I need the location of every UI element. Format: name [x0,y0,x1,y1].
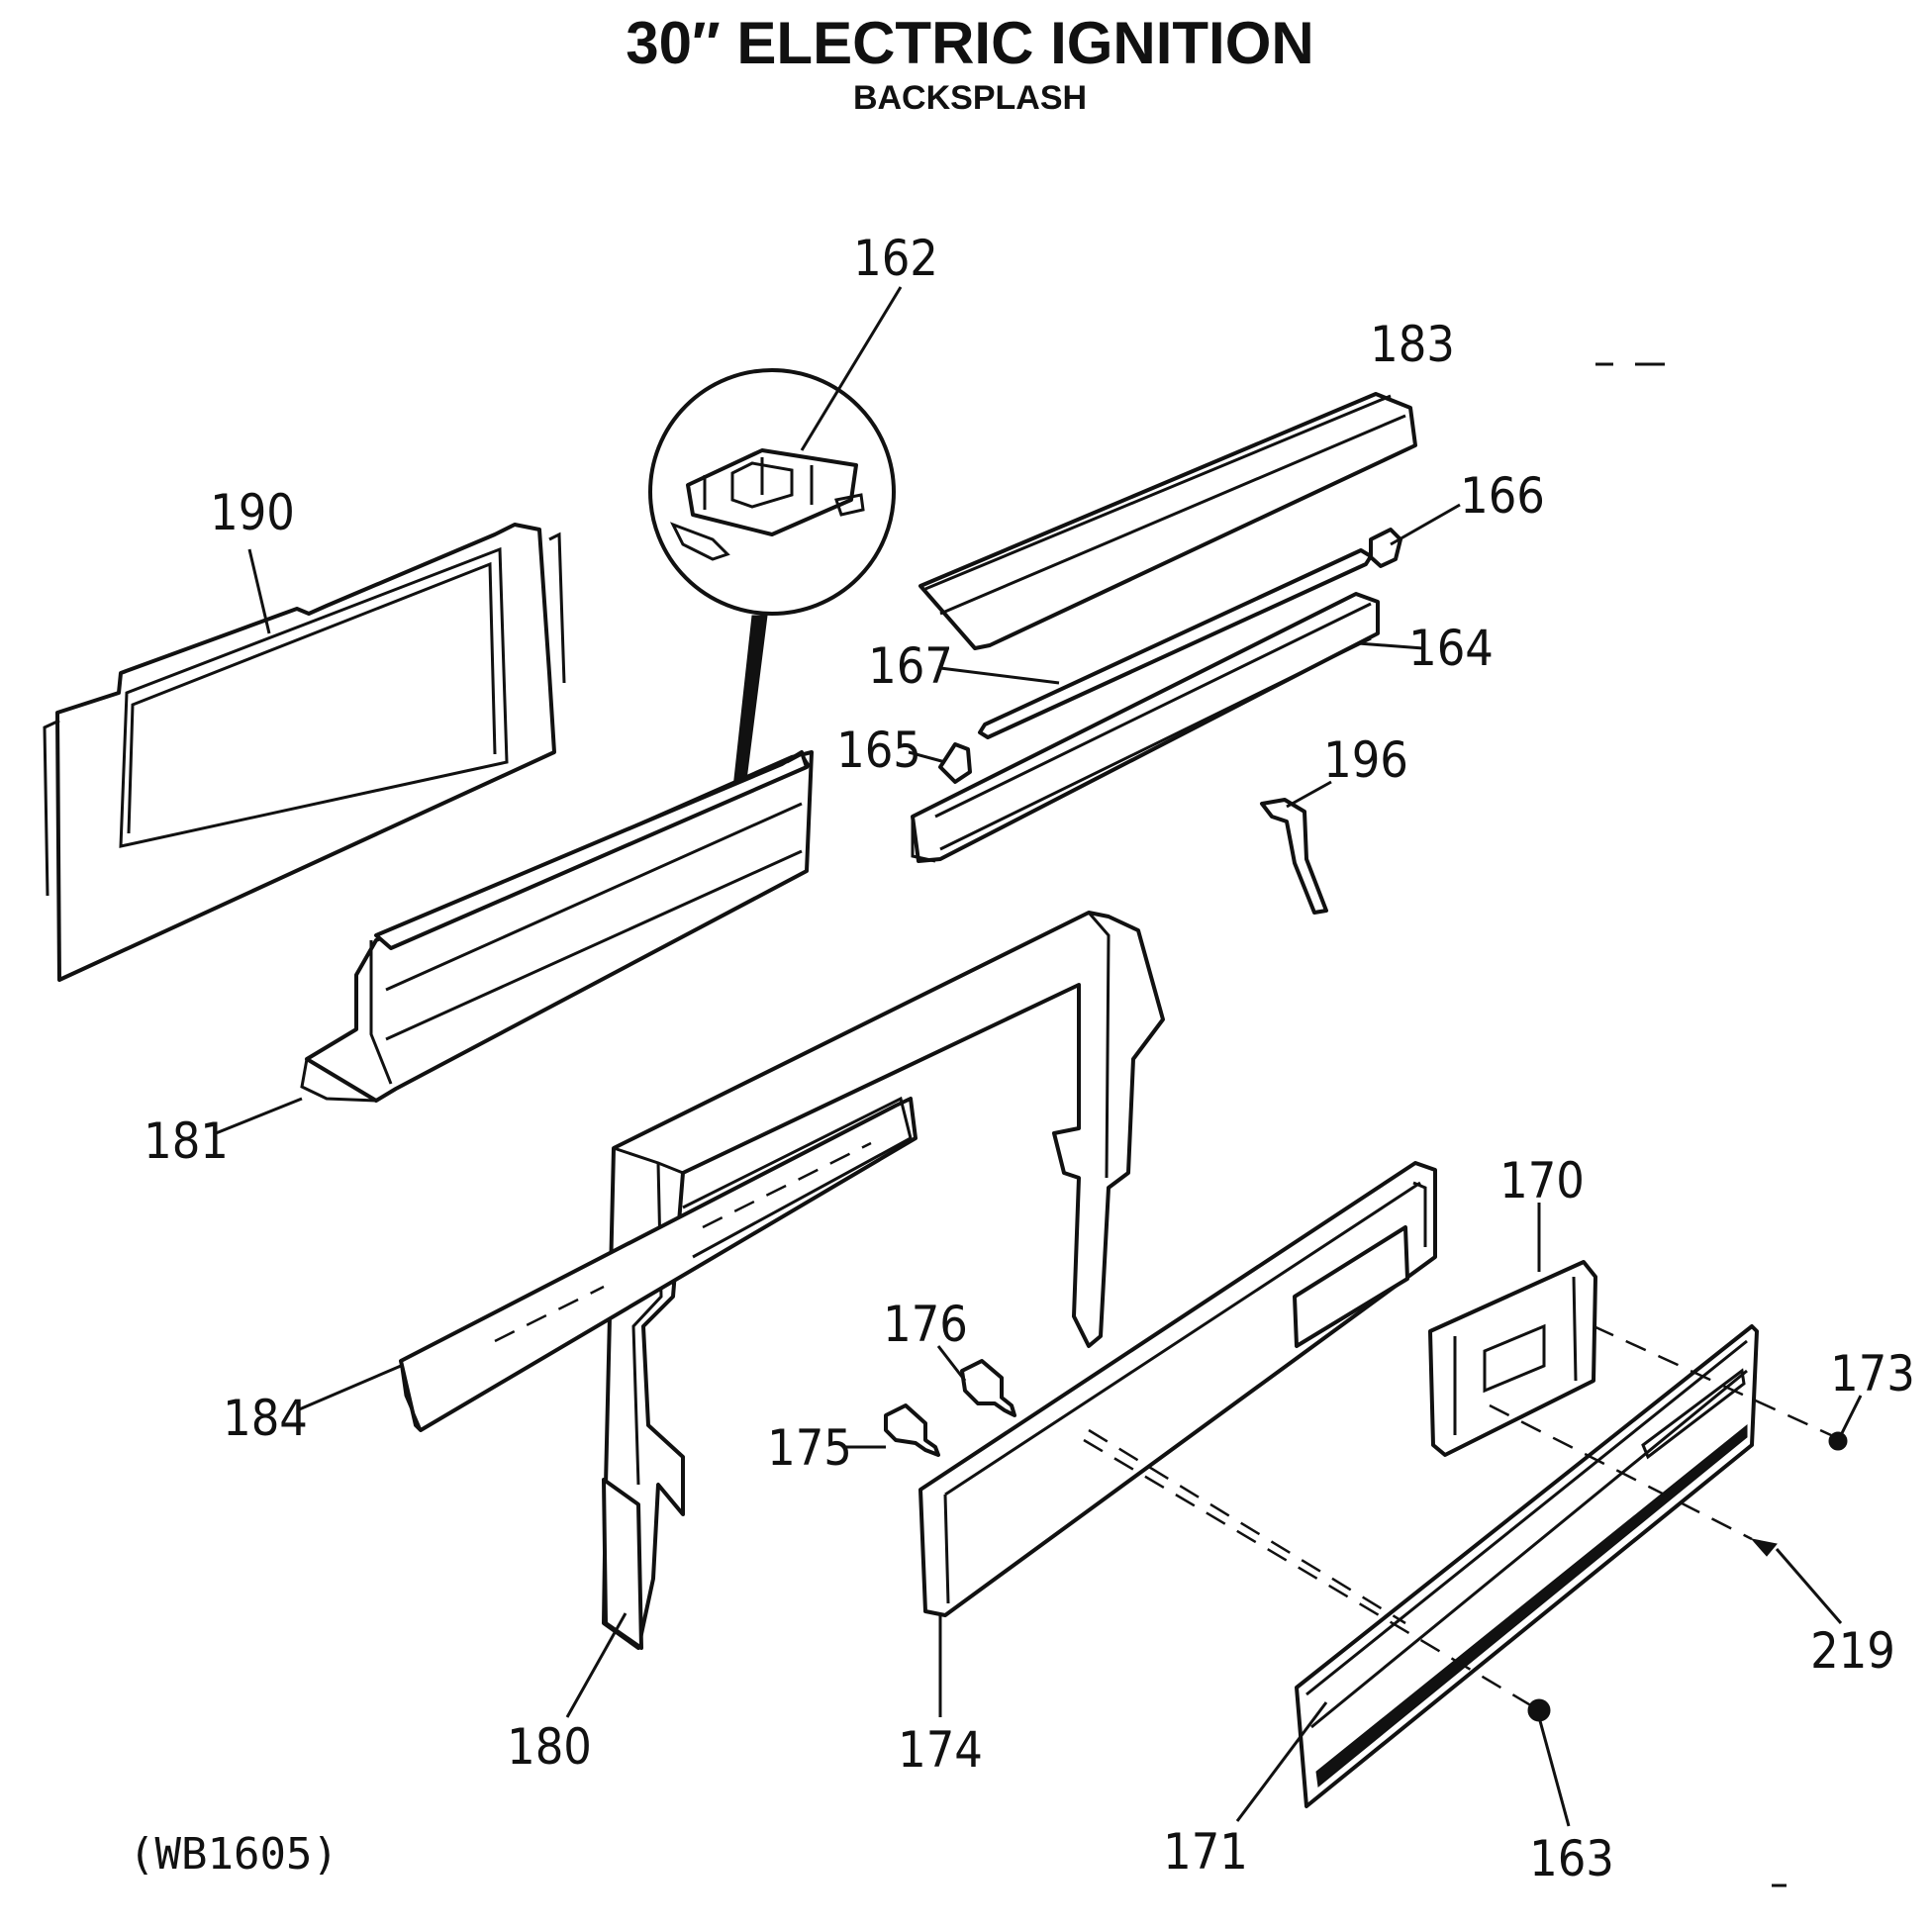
part-176-switch [960,1359,1016,1417]
assembly-line-1 [1083,1438,1535,1709]
reference-code: (WB1605) [129,1829,338,1880]
part-180-frame [602,911,1165,1650]
callout-173: 173 [1830,1345,1915,1402]
assembly-line-3 [1593,1324,1832,1437]
part-219-screw [1750,1538,1778,1557]
callout-164: 164 [1408,620,1494,677]
callout-165: 165 [836,722,921,779]
callout-180: 180 [507,1718,592,1776]
callout-171: 171 [1163,1823,1248,1881]
part-170-timer [1428,1260,1597,1457]
callout-183: 183 [1370,316,1455,373]
part-164-light-channel [911,592,1380,863]
part-171-glass-panel [1295,1324,1759,1808]
callout-176: 176 [883,1296,968,1353]
part-183-top-trim [918,392,1417,650]
callout-167: 167 [868,637,953,695]
part-181-trough [300,750,814,1103]
callout-219: 219 [1810,1622,1895,1680]
callout-196: 196 [1323,731,1408,789]
scan-marks [1595,362,1787,1887]
callout-175: 175 [767,1419,852,1477]
part-162-inset-detail [648,368,896,907]
diagram-subtitle: BACKSPLASH [853,79,1087,117]
callout-184: 184 [223,1390,308,1447]
part-175-switch [884,1403,940,1457]
part-167-tube [978,548,1373,739]
callout-162: 162 [853,230,938,287]
part-165-socket [938,742,972,784]
leader-lines [215,286,1863,1827]
part-184-lower-rail [399,1096,918,1432]
part-166-socket [1369,528,1402,568]
part-173-screw [1828,1431,1848,1451]
callout-170: 170 [1499,1152,1585,1209]
part-196-bracket [1260,798,1328,915]
callout-190: 190 [210,484,295,541]
callout-163: 163 [1529,1830,1614,1887]
callout-174: 174 [898,1721,983,1779]
callout-166: 166 [1460,467,1545,525]
assembly-line-2 [1088,1428,1406,1625]
part-190-rear-panel [43,523,566,982]
diagram-title: 30″ ELECTRIC IGNITION [626,10,1313,76]
callout-labels: 162 183 190 166 167 164 165 196 181 170 … [144,230,1915,1887]
assembly-line-4 [1489,1403,1753,1541]
callout-181: 181 [144,1112,229,1170]
part-174-panel-frame [918,1161,1437,1617]
